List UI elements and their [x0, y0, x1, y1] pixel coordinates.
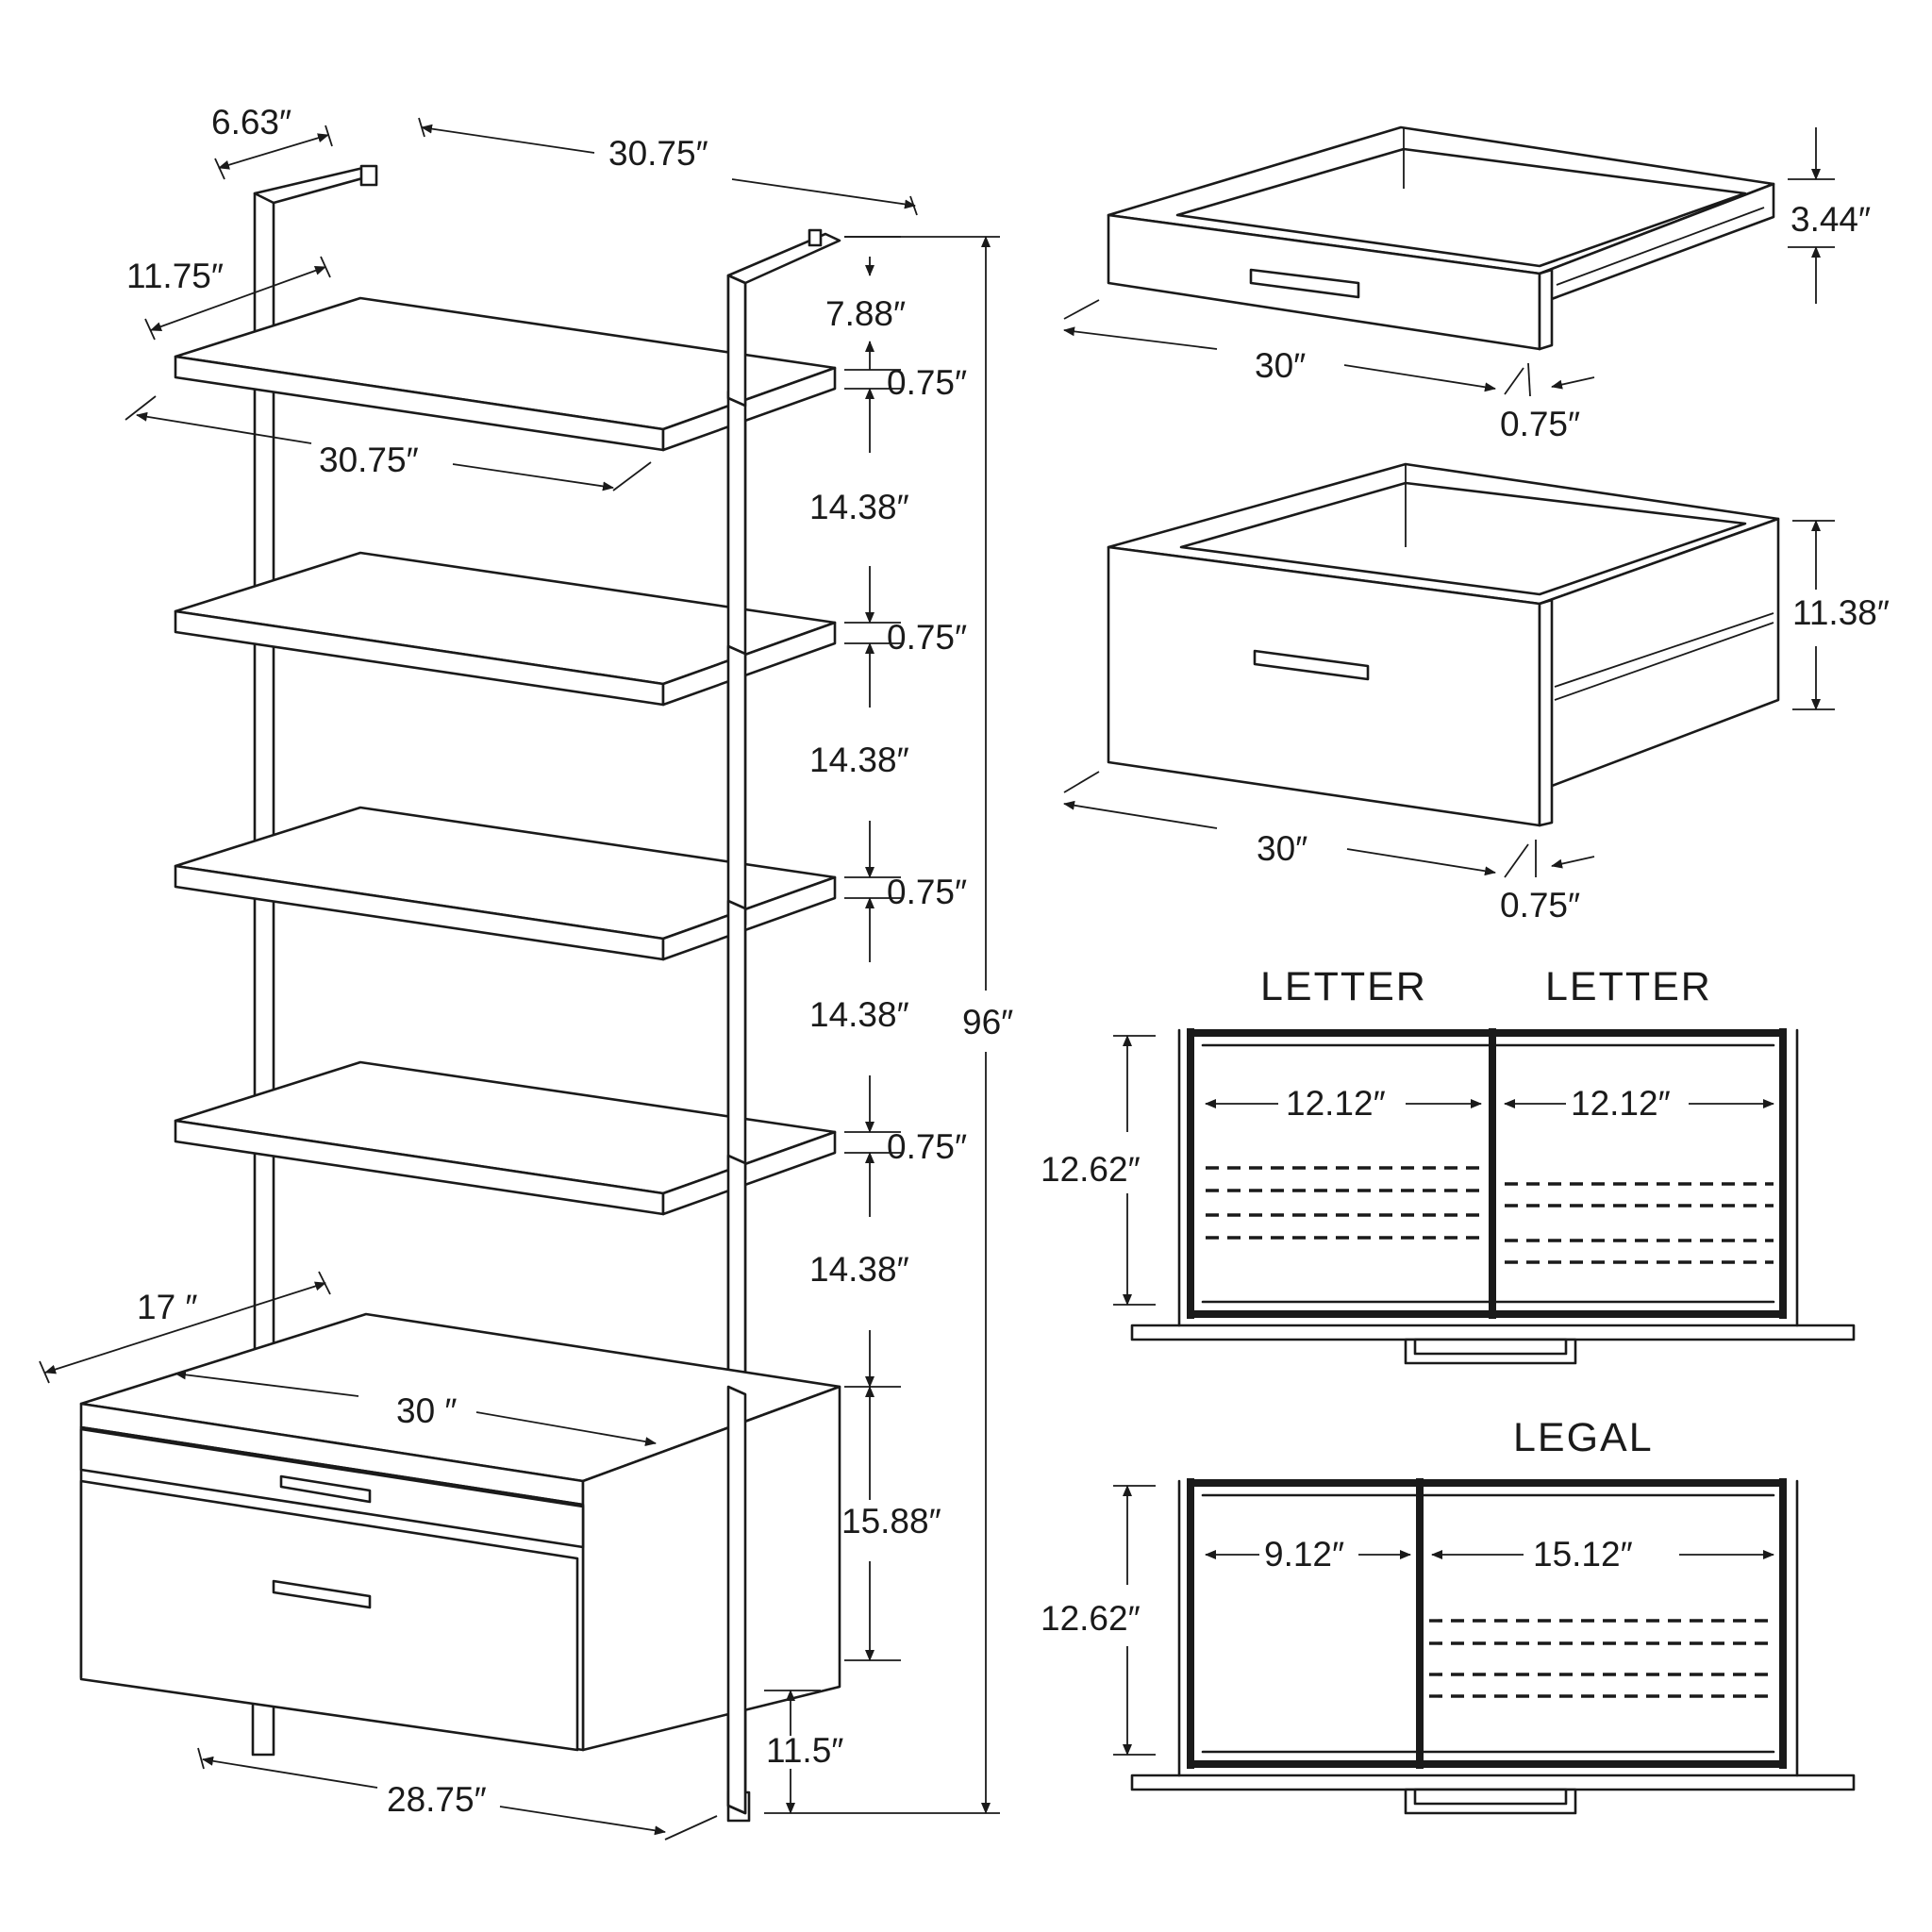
label-small-drawer-front: 0.75″ — [1500, 405, 1580, 443]
shelf-2 — [174, 551, 837, 707]
shelf-1 — [174, 296, 837, 452]
label-legal-height: 12.62″ — [1041, 1599, 1141, 1638]
label-spacing-1: 14.38″ — [809, 488, 909, 526]
letter-layout-drawing — [1113, 1028, 1856, 1365]
label-letter-right: LETTER — [1545, 964, 1712, 1009]
label-letter-left-width: 12.12″ — [1286, 1084, 1386, 1123]
label-large-drawer-width: 30″ — [1257, 829, 1307, 868]
label-legal: LEGAL — [1513, 1415, 1654, 1460]
label-total-height: 96″ — [962, 1003, 1013, 1041]
label-cabinet-height: 15.88″ — [841, 1502, 941, 1541]
shelf-unit-labels: 6.63″ 30.75″ 11.75″ 7.88″ 30.75″ 0.75″ 1… — [126, 103, 1013, 1819]
large-drawer-drawing — [1063, 462, 1835, 878]
label-small-drawer-width: 30″ — [1255, 346, 1306, 385]
label-spacing-4: 14.38″ — [809, 1250, 909, 1289]
label-base-width: 28.75″ — [387, 1780, 487, 1819]
label-shelf-depth: 11.75″ — [126, 257, 224, 295]
label-large-drawer-height: 11.38″ — [1792, 593, 1890, 632]
label-spacing-2: 14.38″ — [809, 741, 909, 779]
label-small-drawer-height: 3.44″ — [1790, 200, 1871, 239]
label-top-gap: 7.88″ — [825, 294, 906, 333]
shelf-4 — [174, 1060, 837, 1216]
label-legal-left-width: 9.12″ — [1264, 1535, 1344, 1574]
label-thickness-1: 0.75″ — [887, 363, 967, 402]
label-top-width: 30.75″ — [608, 134, 708, 173]
label-letter-right-width: 12.12″ — [1571, 1084, 1671, 1123]
label-spacing-3: 14.38″ — [809, 995, 909, 1034]
label-letter-height: 12.62″ — [1041, 1150, 1141, 1189]
label-legal-right-width: 15.12″ — [1533, 1535, 1633, 1574]
vertical-dimensions — [764, 236, 1000, 1814]
shelf-3 — [174, 806, 837, 961]
label-cabinet-width: 30 ″ — [396, 1391, 458, 1430]
cabinet — [79, 1312, 841, 1815]
legal-layout-drawing — [1113, 1478, 1856, 1815]
label-thickness-2: 0.75″ — [887, 618, 967, 657]
label-cabinet-depth: 17 ″ — [137, 1288, 198, 1326]
label-thickness-4: 0.75″ — [887, 1127, 967, 1166]
label-large-drawer-front: 0.75″ — [1500, 886, 1580, 924]
label-letter-left: LETTER — [1260, 964, 1427, 1009]
small-drawer-drawing — [1063, 125, 1835, 397]
shelf-unit-drawing — [39, 117, 1000, 1840]
label-shelf-width: 30.75″ — [319, 441, 419, 479]
label-thickness-3: 0.75″ — [887, 873, 967, 911]
label-bracket-depth: 6.63″ — [211, 103, 291, 142]
label-leg-height: 11.5″ — [766, 1731, 843, 1770]
